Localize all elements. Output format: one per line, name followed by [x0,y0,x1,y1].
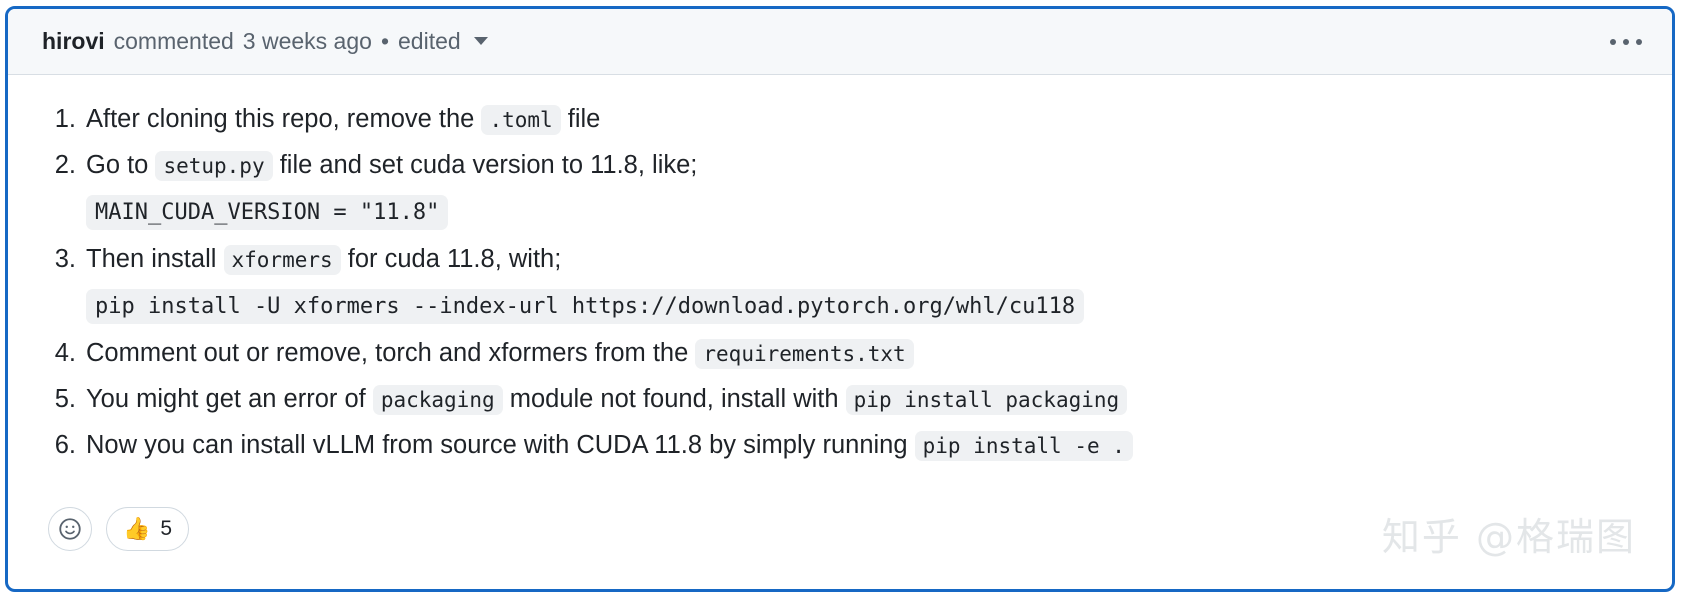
smiley-glyph [59,518,81,540]
instruction-text-run: module not found, install with [502,385,846,413]
instruction-text-run: Then install [86,245,224,273]
inline-code-chip: packaging [372,385,503,415]
reaction-thumbs-up-button[interactable]: 👍 5 [106,507,190,551]
kebab-dot-1 [1610,38,1616,45]
instruction-list: After cloning this repo, remove the .tom… [42,97,1638,469]
kebab-dot-3 [1636,38,1642,45]
inline-code-chip: requirements.txt [695,339,914,369]
instruction-item: Comment out or remove, torch and xformer… [42,331,1638,377]
instruction-item: You might get an error of packaging modu… [42,377,1638,423]
thumbs-up-emoji: 👍 [123,516,151,541]
instruction-text: Go to setup.py file and set cuda version… [86,143,1638,189]
comment-author-link[interactable]: hirovi [42,28,105,54]
instruction-item: Go to setup.py file and set cuda version… [42,143,1638,237]
comment-timestamp[interactable]: 3 weeks ago [242,28,372,54]
edited-label[interactable]: edited [398,28,461,54]
meta-separator: • [380,28,389,54]
zhihu-watermark: 知乎 @格瑞图 [1381,515,1636,559]
kebab-dot-2 [1623,38,1629,45]
comment-header: hirovi commented 3 weeks ago • edited [8,9,1672,75]
instruction-text-run: for cuda 11.8, with; [340,245,562,273]
code-block-chip: MAIN_CUDA_VERSION = "11.8" [86,195,449,230]
inline-code-chip: pip install packaging [845,385,1128,415]
inline-code-chip: xformers [223,245,341,275]
instruction-text-run: Comment out or remove, torch and xformer… [86,339,696,367]
comment-action-text: commented [113,28,234,54]
instruction-text-run: file [560,105,601,133]
instruction-text: You might get an error of packaging modu… [86,377,1638,423]
smiley-icon[interactable] [48,507,92,551]
instruction-item: Now you can install vLLM from source wit… [42,423,1638,469]
kebab-horizontal-icon[interactable] [1610,38,1642,45]
code-block-line: pip install -U xformers --index-url http… [86,283,1638,331]
instruction-text-run: You might get an error of [86,385,373,413]
reaction-count: 5 [160,517,173,540]
instruction-text-run: file and set cuda version to 11.8, like; [272,151,698,179]
instruction-text: Now you can install vLLM from source wit… [86,423,1638,469]
instruction-text: Then install xformers for cuda 11.8, wit… [86,237,1638,283]
comment-body: After cloning this repo, remove the .tom… [8,75,1672,469]
instruction-item: After cloning this repo, remove the .tom… [42,97,1638,143]
reactions-bar: 👍 5 [48,507,190,551]
inline-code-chip: .toml [481,105,561,135]
instruction-item: Then install xformers for cuda 11.8, wit… [42,237,1638,331]
inline-code-chip: pip install -e . [914,431,1133,461]
chevron-down-icon[interactable] [473,37,488,45]
instruction-text-run: After cloning this repo, remove the [86,105,482,133]
instruction-text: After cloning this repo, remove the .tom… [86,97,1638,143]
instruction-text-run: Now you can install vLLM from source wit… [86,431,915,459]
instruction-text-run: Go to [86,151,156,179]
inline-code-chip: setup.py [155,151,273,181]
code-block-chip: pip install -U xformers --index-url http… [86,289,1085,324]
instruction-text: Comment out or remove, torch and xformer… [86,331,1638,377]
github-comment-card: hirovi commented 3 weeks ago • edited Af… [5,6,1675,592]
comment-meta: hirovi commented 3 weeks ago • edited [42,30,488,53]
code-block-line: MAIN_CUDA_VERSION = "11.8" [86,189,1638,237]
